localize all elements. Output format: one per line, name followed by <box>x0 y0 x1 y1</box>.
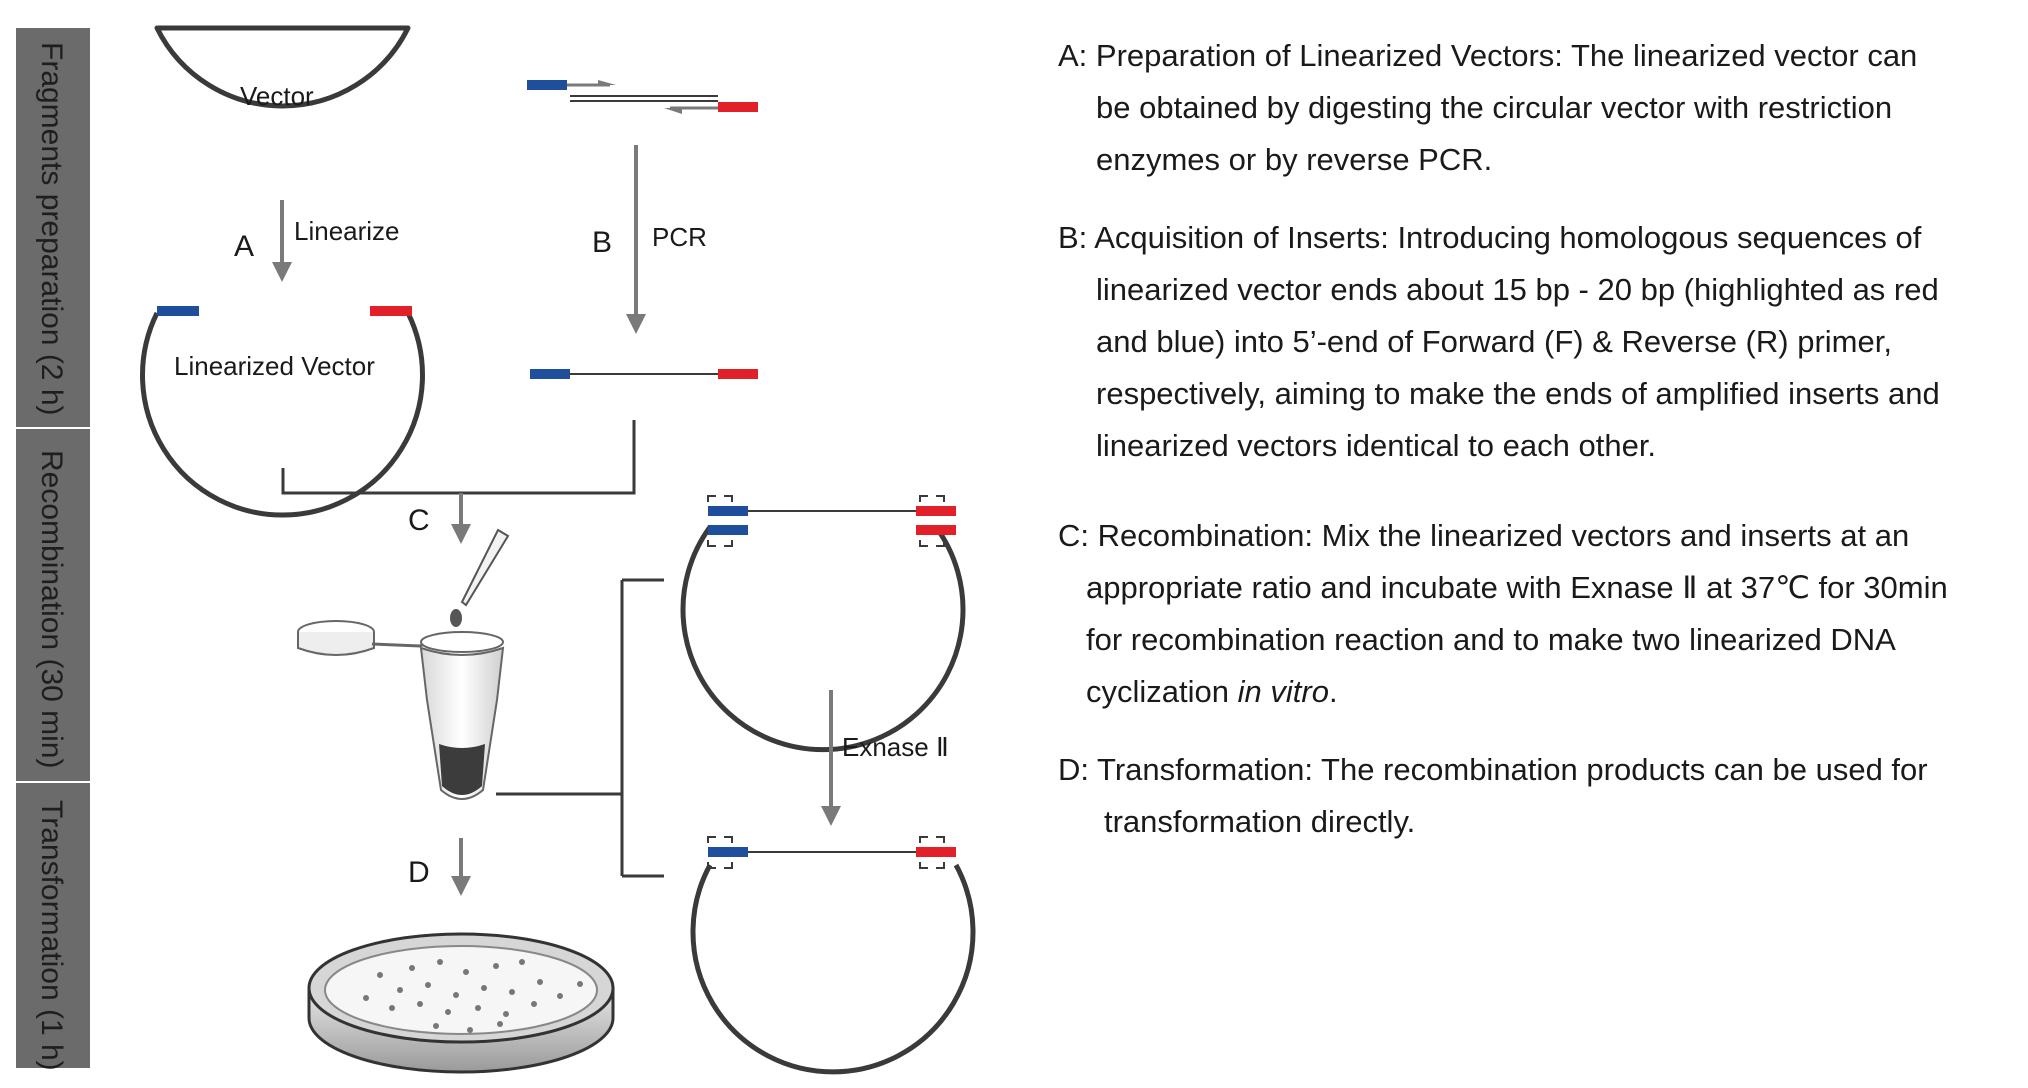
plasmid-before-shape <box>680 525 966 753</box>
tube-icon <box>297 620 505 800</box>
exnase-step: Exnase Ⅱ <box>821 690 949 826</box>
forward-primer-blue-tail <box>527 80 567 90</box>
legend-c-line-4-prefix: cyclization <box>1086 674 1229 709</box>
plasmid-before-blue-top <box>708 506 748 516</box>
stage-label-fragments: Fragments preparation (2 h) <box>35 42 68 416</box>
plasmid-before <box>680 495 966 753</box>
legend-paragraph-d: D: Transformation: The recombination pro… <box>1058 744 2008 848</box>
legend-c-line-4-suffix: . <box>1328 674 1338 709</box>
step-a-action: Linearize <box>294 216 400 246</box>
legend-b-line-1: B: Acquisition of Inserts: Introducing h… <box>1058 220 1922 255</box>
plasmid-after-shape <box>690 863 976 1075</box>
legend-paragraph-a: A: Preparation of Linearized Vectors: Th… <box>1058 30 2008 186</box>
legend-paragraph-b: B: Acquisition of Inserts: Introducing h… <box>1058 212 2008 472</box>
reverse-primer-head <box>664 108 682 114</box>
plasmid-before-blue-bottom <box>708 525 748 535</box>
colonies <box>363 959 583 1033</box>
step-c-letter: C <box>408 504 430 537</box>
step-a: A Linearize <box>234 200 400 282</box>
legend-b-line-2: linearized vector ends about 15 bp - 20 … <box>1096 272 1939 307</box>
legend-paragraph-c: C: Recombination: Mix the linearized vec… <box>1058 510 2008 718</box>
legend-c-italic: in vitro <box>1237 674 1329 709</box>
plasmid-after-red <box>916 847 956 857</box>
bracket-connector <box>496 578 664 878</box>
plasmid-after <box>690 836 976 1075</box>
bracket-path <box>496 578 664 878</box>
step-b-letter: B <box>592 226 612 259</box>
stage-bar-bg <box>16 28 90 1068</box>
step-d-letter: D <box>408 856 430 889</box>
bracket-marks-right <box>919 495 945 547</box>
insert-blue-end <box>530 369 570 379</box>
connector-c: C <box>281 420 636 544</box>
tube-cap-body <box>297 632 375 656</box>
legend: A: Preparation of Linearized Vectors: Th… <box>1058 30 2008 848</box>
linearized-vector-shape <box>140 311 425 518</box>
legend-c-line-4: cyclization in vitro. <box>1058 666 2008 718</box>
legend-c-line-2: appropriate ratio and incubate with Exna… <box>1086 570 1948 605</box>
droplet <box>450 609 462 627</box>
petri-dish-icon <box>307 932 615 1074</box>
reverse-primer-red-tail <box>718 102 758 112</box>
plasmid-before-red-bottom <box>916 525 956 535</box>
pipette-icon <box>450 528 510 627</box>
legend-b-line-3: and blue) into 5’-end of Forward (F) & R… <box>1096 324 1892 359</box>
legend-d-line-1: D: Transformation: The recombination pro… <box>1058 752 1928 787</box>
legend-b-line-5: linearized vectors identical to each oth… <box>1096 428 1657 463</box>
step-b-action: PCR <box>652 222 707 252</box>
bracket-marks-left <box>707 495 733 547</box>
stage-bar: Fragments preparation (2 h) Recombinatio… <box>16 28 90 1071</box>
legend-b-line-4: respectively, aiming to make the ends of… <box>1096 376 1940 411</box>
vector-label: Vector <box>240 81 314 111</box>
legend-c-line-1: C: Recombination: Mix the linearized vec… <box>1058 518 1910 553</box>
insert <box>530 369 758 379</box>
stage-label-recombination: Recombination (30 min) <box>35 450 68 768</box>
plasmid-before-red-top <box>916 506 956 516</box>
pcr-primers <box>527 80 758 114</box>
tube-liquid <box>439 744 485 795</box>
legend-a-line-3: enzymes or by reverse PCR. <box>1096 142 1493 177</box>
vector-circle: Vector <box>154 25 411 111</box>
legend-d-line-2: transformation directly. <box>1104 804 1416 839</box>
vector-shape <box>154 25 411 109</box>
legend-a-line-1: A: Preparation of Linearized Vectors: Th… <box>1058 38 1918 73</box>
dish-inner <box>324 945 598 1035</box>
step-a-letter: A <box>234 230 254 263</box>
blue-end-marker <box>157 306 199 316</box>
stage-label-transformation: Transformation (1 h) <box>35 800 68 1071</box>
pipette-tip <box>460 528 510 607</box>
insert-red-end <box>718 369 758 379</box>
exnase-label: Exnase Ⅱ <box>842 732 949 762</box>
linearized-vector-label: Linearized Vector <box>174 351 375 381</box>
red-end-marker <box>370 306 412 316</box>
legend-a-line-2: be obtained by digesting the circular ve… <box>1096 90 1893 125</box>
tube-mouth <box>420 631 504 653</box>
legend-c-line-3: for recombination reaction and to make t… <box>1086 622 1896 657</box>
step-b: B PCR <box>592 145 707 334</box>
after-bracket-right <box>919 836 945 869</box>
plasmid-after-blue <box>708 847 748 857</box>
tube-hinge <box>371 640 429 648</box>
connector-path <box>281 420 636 495</box>
after-bracket-left <box>707 836 733 869</box>
step-d: D <box>408 838 471 896</box>
forward-primer-head <box>598 80 616 85</box>
linearized-vector: Linearized Vector <box>140 306 425 518</box>
